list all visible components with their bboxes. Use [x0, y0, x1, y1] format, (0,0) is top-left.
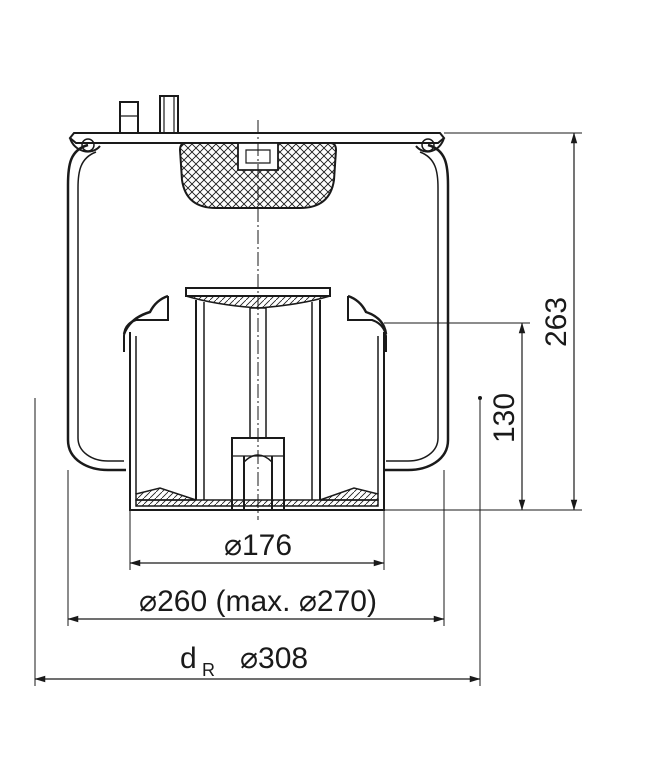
- dimension-height-piston: [384, 322, 530, 511]
- dimension-diameter-dr: [34, 396, 482, 686]
- mounting-stud-left: [119, 101, 139, 134]
- dimension-diameter-bellow: [67, 470, 445, 626]
- dimension-label-dr: d: [180, 642, 197, 675]
- rubber-bellow: [66, 137, 450, 472]
- dimension-label-130: 130: [488, 393, 521, 443]
- air-fitting-stud: [159, 95, 179, 134]
- piston: [122, 287, 388, 511]
- dimension-label-d260: ⌀260 (max. ⌀270): [139, 585, 377, 618]
- dimension-label-d308: ⌀308: [240, 642, 308, 675]
- dimension-diameter-piston: [129, 510, 385, 570]
- dimension-label-d176: ⌀176: [224, 529, 292, 562]
- dimension-label-263: 263: [540, 297, 573, 347]
- top-plate: [68, 132, 446, 144]
- dimension-height-total: [384, 132, 582, 511]
- dimension-label-dr-subscript: R: [202, 660, 215, 680]
